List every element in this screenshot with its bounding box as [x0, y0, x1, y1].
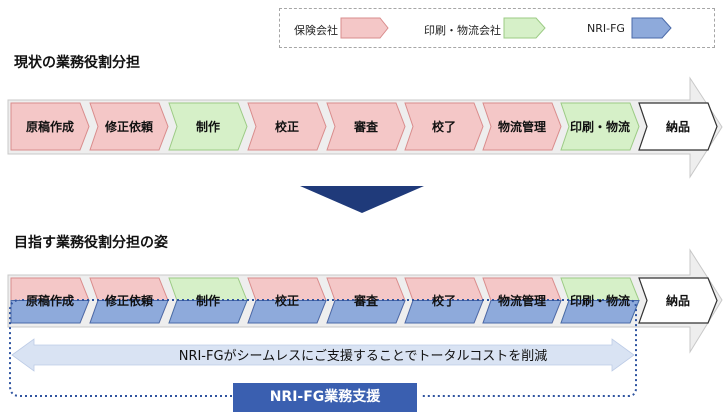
- current-step-2: [89, 102, 169, 151]
- current-step-label-6: 校了: [431, 120, 456, 134]
- legend-swatch-nri: [631, 17, 672, 39]
- target-step-label-7: 物流管理: [497, 294, 546, 308]
- nri-support-badge: NRI-FG業務支援: [233, 383, 417, 412]
- target-step-label-1: 原稿作成: [25, 294, 74, 308]
- current-step-1: [10, 102, 90, 151]
- nri-coverage-dotted-outline: [9, 299, 637, 397]
- current-step-label-3: 制作: [195, 120, 220, 134]
- target-step-8-nri-support: [560, 300, 640, 324]
- target-step-label-9: 納品: [665, 294, 690, 308]
- legend-label-insurer: 保険会社: [294, 24, 338, 37]
- legend: [279, 8, 715, 48]
- current-step-label-4: 校正: [274, 120, 299, 134]
- target-step-label-2: 修正依頼: [104, 294, 153, 308]
- target-step-label-3: 制作: [195, 294, 220, 308]
- current-step-8: [560, 102, 640, 151]
- legend-label-nri: NRI-FG: [587, 22, 625, 35]
- current-step-5: [326, 102, 406, 151]
- target-step-label-5: 審査: [353, 294, 378, 308]
- legend-label-printer: 印刷・物流会社: [424, 24, 501, 37]
- current-step-7: [482, 102, 562, 151]
- transition-down-arrow: [300, 186, 424, 213]
- target-step-5-nri-support: [326, 300, 406, 324]
- target-step-label-4: 校正: [274, 294, 299, 308]
- legend-swatch-insurer: [340, 17, 389, 39]
- target-flow-title: 目指す業務役割分担の姿: [14, 235, 168, 251]
- current-step-label-8: 印刷・物流: [569, 120, 630, 134]
- current-step-label-5: 審査: [353, 120, 378, 134]
- nri-support-band-arrow: [11, 338, 635, 372]
- target-step-9: [638, 277, 718, 324]
- current-step-label-1: 原稿作成: [25, 120, 74, 134]
- current-flow-title: 現状の業務役割分担: [14, 55, 140, 71]
- target-step-label-6: 校了: [431, 294, 456, 308]
- current-step-4: [247, 102, 327, 151]
- current-step-label-9: 納品: [665, 120, 690, 134]
- current-step-label-7: 物流管理: [497, 120, 546, 134]
- current-step-3: [168, 102, 248, 151]
- current-step-label-2: 修正依頼: [104, 120, 153, 134]
- target-step-label-8: 印刷・物流: [569, 294, 630, 308]
- legend-swatch-printer: [503, 17, 546, 39]
- current-step-6: [404, 102, 484, 151]
- target-step-2-nri-support: [89, 300, 169, 324]
- current-step-9: [638, 102, 718, 151]
- nri-support-band-text: NRI-FGがシームレスにご支援することでトータルコストを削減: [178, 349, 548, 364]
- target-step-6-nri-support: [404, 300, 484, 324]
